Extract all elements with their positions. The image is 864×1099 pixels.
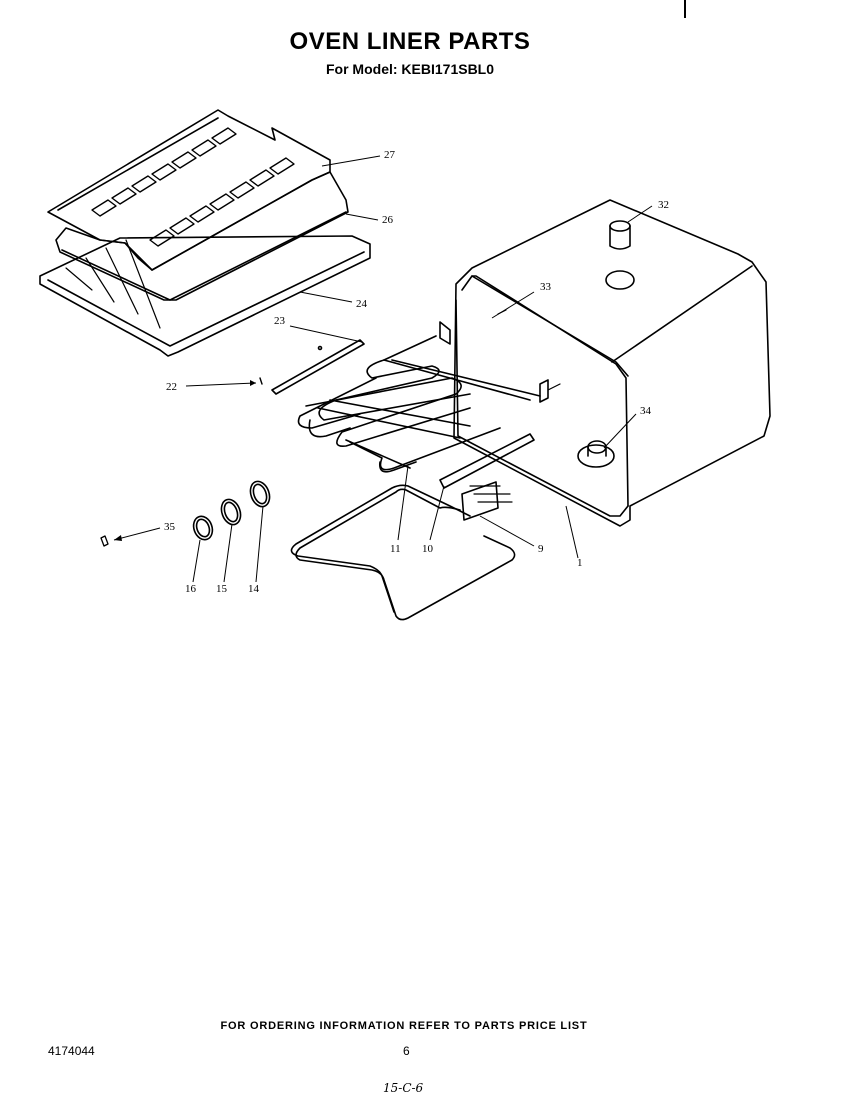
part-22-pin <box>259 377 263 385</box>
callout-24: 24 <box>356 298 368 310</box>
callout-27: 27 <box>384 149 396 161</box>
callout-26: 26 <box>382 214 394 226</box>
callout-35: 35 <box>164 521 176 533</box>
callout-16: 16 <box>185 583 197 595</box>
callout-9: 9 <box>538 543 544 555</box>
model-line: For Model: KEBI171SBL0 <box>325 61 495 77</box>
callout-11: 11 <box>390 543 401 555</box>
ordering-info: FOR ORDERING INFORMATION REFER TO PARTS … <box>220 1020 588 1032</box>
part-15-gasket <box>220 498 242 526</box>
part-26-pan <box>55 171 349 301</box>
part-14-gasket <box>249 480 271 508</box>
part-1-oven-liner <box>453 199 771 527</box>
callout-22: 22 <box>166 381 177 393</box>
leader-lines <box>113 155 653 583</box>
callout-34: 34 <box>640 405 652 417</box>
callout-15: 15 <box>216 583 228 595</box>
callout-14: 14 <box>248 583 260 595</box>
page-title: OVEN LINER PARTS <box>289 28 531 55</box>
part-9-terminal-block <box>461 481 513 521</box>
corner-mark <box>684 0 686 18</box>
document-number: 4174044 <box>48 1044 95 1058</box>
callout-1: 1 <box>577 557 583 569</box>
callout-33: 33 <box>540 281 552 293</box>
callout-10: 10 <box>422 543 434 555</box>
bake-element <box>290 484 516 621</box>
part-11-broil-element <box>297 321 561 473</box>
part-23-strip <box>271 339 365 395</box>
callout-23: 23 <box>274 315 286 327</box>
part-16-gasket <box>192 515 214 541</box>
part-24-wire-rack <box>39 235 371 357</box>
part-10-sensor <box>439 433 535 489</box>
part-32-vent-tube <box>609 220 631 250</box>
part-34-socket <box>577 440 615 468</box>
part-27-oven-cover <box>47 109 331 271</box>
part-35-screw <box>100 535 109 547</box>
handwritten-note: 15-C-6 <box>383 1081 424 1095</box>
leader-arrowheads <box>114 380 256 541</box>
callout-32: 32 <box>658 199 669 211</box>
page-number: 6 <box>403 1044 410 1058</box>
